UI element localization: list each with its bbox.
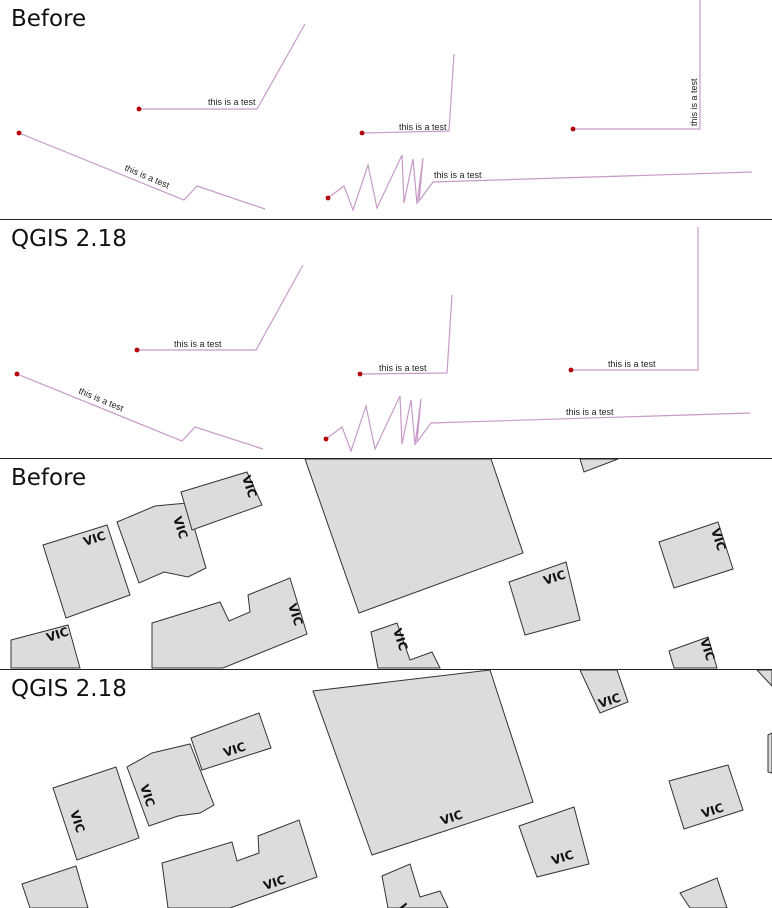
- line-label: this is a test: [208, 97, 256, 107]
- building-polygon: [180, 471, 263, 531]
- line-label: this is a test: [608, 359, 656, 369]
- building-polygon: [767, 732, 772, 774]
- panel-divider: [0, 669, 772, 670]
- building-label: VIC: [262, 873, 288, 893]
- building-label: VIC: [697, 637, 717, 663]
- start-point-marker: [136, 106, 142, 112]
- building-polygon: [756, 670, 772, 687]
- building-polygon: [312, 670, 534, 856]
- panel-title: Before: [11, 465, 87, 491]
- building-polygon: [518, 806, 590, 878]
- building-label: VIC: [45, 625, 71, 645]
- building-label: VIC: [222, 740, 248, 760]
- line-label: this is a test: [174, 339, 222, 349]
- line-feature: [18, 132, 266, 210]
- building-label: VIC: [239, 474, 259, 500]
- building-polygon: [579, 670, 629, 714]
- building-label: VIC: [170, 515, 190, 541]
- panel-buildings-before: VIC VIC VIC VIC VIC VIC VIC VIC VIC Befo…: [0, 459, 772, 669]
- line-feature: [137, 264, 304, 351]
- start-point-marker: [357, 371, 363, 377]
- line-feature: [359, 294, 453, 375]
- building-polygon: [42, 524, 131, 619]
- building-polygon: [508, 561, 581, 636]
- building-polygon: [10, 624, 81, 669]
- line-feature: [571, 227, 699, 371]
- panel-lines-before: this is a test this is a test this is a …: [0, 0, 772, 219]
- building-label: VIC: [708, 527, 728, 553]
- building-label: VIC: [542, 568, 568, 588]
- building-label: VIC: [82, 529, 108, 549]
- building-polygon: [381, 863, 449, 908]
- map-canvas-lines-qgis: this is a test this is a test this is a …: [14, 227, 751, 453]
- building-polygon: [304, 459, 524, 614]
- building-polygon: [190, 712, 272, 771]
- building-polygon: [52, 766, 140, 861]
- building-label: VIC: [137, 783, 157, 809]
- start-point-marker: [359, 130, 365, 136]
- start-point-marker: [16, 130, 22, 136]
- building-polygon: [151, 577, 308, 669]
- start-point-marker: [14, 371, 20, 377]
- line-label: this is a test: [399, 122, 447, 132]
- building-label: VIC: [67, 809, 87, 835]
- panel-title: QGIS 2.18: [11, 226, 127, 252]
- start-point-marker: [570, 126, 576, 132]
- start-point-marker: [134, 347, 140, 353]
- building-polygon: [668, 764, 744, 830]
- building-label: VIC: [550, 848, 576, 868]
- building-label: VIC: [597, 691, 623, 711]
- line-label: this is a test: [123, 163, 171, 191]
- building-polygon: [126, 743, 215, 827]
- panel-buildings-qgis: VIC VIC VIC VIC VIC VIC VIC VIC VIC QGIS…: [0, 670, 772, 908]
- building-label: VIC: [395, 902, 415, 908]
- panel-lines-qgis: this is a test this is a test this is a …: [0, 220, 772, 458]
- building-label: VIC: [285, 602, 305, 628]
- building-polygon: [21, 865, 89, 908]
- start-point-marker: [325, 195, 331, 201]
- line-label: this is a test: [77, 386, 125, 414]
- line-label: this is a test: [689, 78, 699, 126]
- map-canvas-buildings-qgis: VIC VIC VIC VIC VIC VIC VIC VIC VIC: [21, 670, 772, 908]
- line-feature: [327, 154, 753, 212]
- line-feature: [325, 395, 751, 453]
- building-polygon: [579, 459, 619, 473]
- building-polygon: [668, 636, 718, 669]
- panel-divider: [0, 219, 772, 220]
- panel-title: QGIS 2.18: [11, 676, 127, 702]
- building-polygon: [679, 877, 728, 908]
- building-label: VIC: [700, 801, 726, 821]
- line-feature: [139, 23, 306, 110]
- building-polygon: [658, 521, 734, 589]
- map-canvas-buildings-before: VIC VIC VIC VIC VIC VIC VIC VIC VIC: [10, 459, 734, 669]
- line-label: this is a test: [566, 407, 614, 417]
- line-feature: [573, 0, 701, 130]
- building-polygon: [370, 622, 441, 669]
- line-feature: [361, 53, 455, 134]
- building-polygon: [116, 502, 207, 584]
- panel-title: Before: [11, 6, 87, 32]
- map-canvas-lines-before: this is a test this is a test this is a …: [16, 0, 753, 212]
- building-label: VIC: [390, 627, 410, 653]
- line-label: this is a test: [379, 363, 427, 373]
- building-polygon: [161, 819, 318, 908]
- start-point-marker: [323, 436, 329, 442]
- building-label: VIC: [439, 808, 465, 828]
- start-point-marker: [568, 367, 574, 373]
- line-feature: [16, 373, 264, 450]
- line-label: this is a test: [434, 170, 482, 180]
